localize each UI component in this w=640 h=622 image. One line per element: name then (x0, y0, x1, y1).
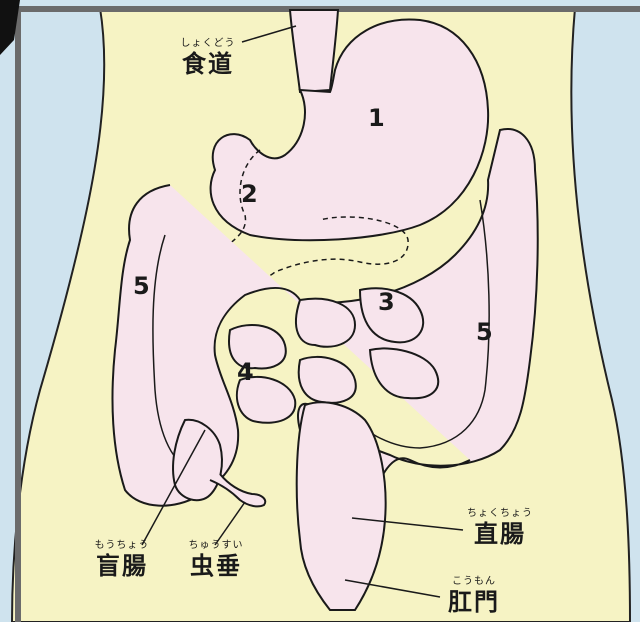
left-frame (15, 6, 21, 622)
stomach-number: 1 (368, 104, 385, 132)
anus-reading: こうもん (438, 576, 510, 588)
rectum-reading: ちょくちょう (458, 508, 542, 520)
small-intestine-lower-number: 4 (237, 358, 254, 386)
duodenum-number: 2 (241, 180, 258, 208)
anus-text: 肛門 (438, 588, 510, 616)
rectum-label: ちょくちょう 直腸 (458, 508, 542, 548)
esophagus-text: 食道 (172, 50, 244, 78)
appendix-label: ちゅうすい 虫垂 (180, 540, 252, 580)
rectum (297, 402, 386, 610)
colon-right-number: 5 (476, 318, 493, 346)
appendix-reading: ちゅうすい (180, 540, 252, 552)
cecum-text: 盲腸 (86, 552, 158, 580)
colon-left-number: 5 (133, 272, 150, 300)
cecum-label: もうちょう 盲腸 (86, 540, 158, 580)
cecum-reading: もうちょう (86, 540, 158, 552)
esophagus-reading: しょくどう (172, 38, 244, 50)
esophagus-label: しょくどう 食道 (172, 38, 244, 78)
appendix-text: 虫垂 (180, 552, 252, 580)
rectum-text: 直腸 (458, 520, 542, 548)
small-intestine-upper-number: 3 (378, 288, 395, 316)
anus-label: こうもん 肛門 (438, 576, 510, 616)
